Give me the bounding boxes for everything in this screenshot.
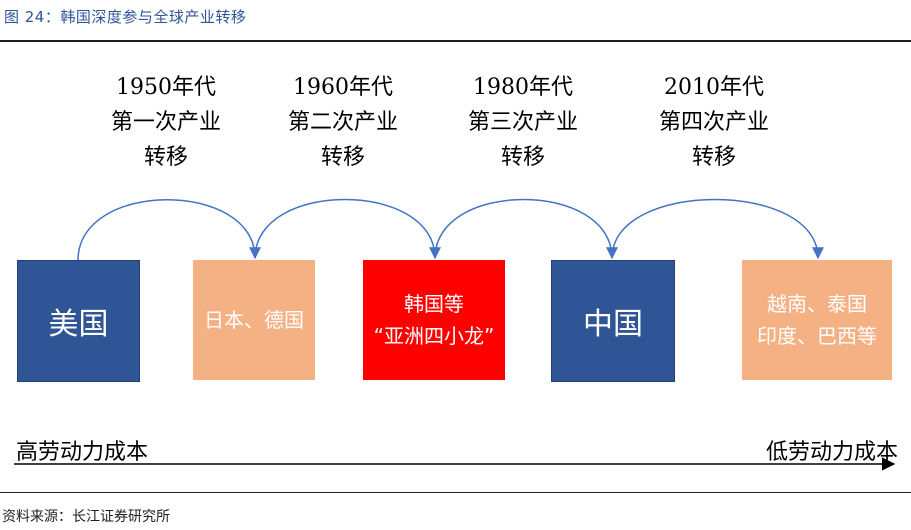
period-label-1980s: 1980年代 第三次产业 转移 (443, 70, 603, 175)
box-vietnam-thailand-india-brazil: 越南、泰国 印度、巴西等 (742, 260, 892, 380)
period-year: 1980年代 (473, 75, 573, 100)
box-japan-germany: 日本、德国 (193, 260, 315, 380)
arc-arrow-1 (77, 199, 261, 261)
box-usa: 美国 (17, 260, 140, 382)
low-labor-cost-label: 低劳动力成本 (766, 440, 899, 465)
box-label: “亚洲四小龙” (373, 324, 495, 348)
box-label: 越南、泰国 (767, 292, 867, 316)
period-desc: 第四次产业 (658, 110, 769, 135)
arc-arrow-2 (254, 198, 441, 260)
arc-arrow-4 (611, 198, 824, 260)
period-label-1950s: 1950年代 第一次产业 转移 (86, 70, 246, 175)
box-label: 日本、德国 (204, 308, 304, 332)
period-desc: 转移 (143, 145, 188, 170)
box-label: 美国 (48, 307, 109, 342)
period-label-2010s: 2010年代 第四次产业 转移 (634, 70, 794, 175)
box-korea-four-dragons: 韩国等 “亚洲四小龙” (363, 260, 505, 380)
arc-arrow-3 (434, 198, 618, 260)
period-desc: 第二次产业 (287, 110, 398, 135)
period-year: 1960年代 (293, 75, 393, 100)
period-desc: 转移 (691, 145, 736, 170)
box-label: 韩国等 (404, 292, 464, 316)
period-year: 1950年代 (116, 75, 216, 100)
box-label: 中国 (583, 307, 643, 342)
box-label: 印度、巴西等 (757, 324, 877, 348)
box-china: 中国 (551, 260, 675, 382)
period-year: 2010年代 (664, 75, 764, 100)
high-labor-cost-label: 高劳动力成本 (16, 440, 149, 465)
period-desc: 第三次产业 (467, 110, 578, 135)
period-desc: 转移 (500, 145, 545, 170)
top-rule (0, 40, 911, 42)
source-note: 资料来源：长江证券研究所 (2, 509, 170, 525)
period-desc: 转移 (320, 145, 365, 170)
period-label-1960s: 1960年代 第二次产业 转移 (263, 70, 423, 175)
figure-title: 图 24：韩国深度参与全球产业转移 (4, 8, 247, 26)
period-desc: 第一次产业 (110, 110, 221, 135)
bottom-rule (0, 492, 911, 493)
